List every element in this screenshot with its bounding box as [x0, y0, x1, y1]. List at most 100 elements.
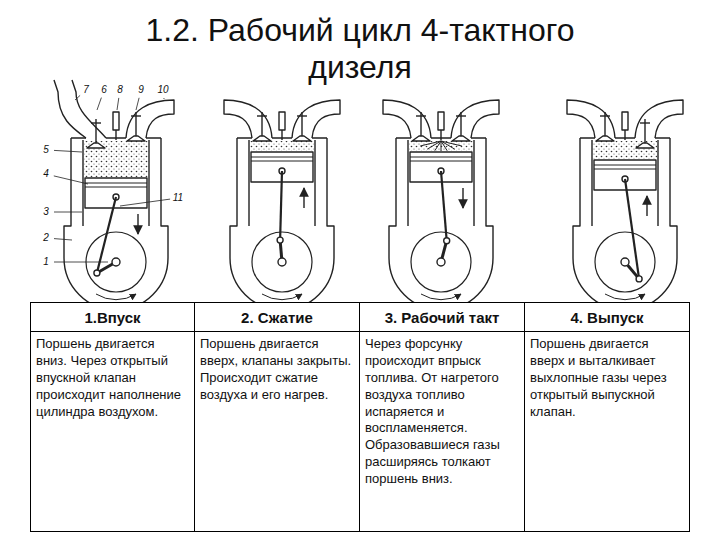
valve-head	[293, 136, 311, 141]
piston-rings	[85, 183, 147, 187]
injector-nozzle	[115, 130, 116, 140]
fuel-spray	[441, 141, 462, 146]
leader-line	[75, 95, 80, 100]
valve-head	[452, 136, 470, 141]
title: 1.2. Рабочий цикл 4-тактного дизеля	[90, 12, 630, 86]
callout-number: 5	[42, 145, 50, 155]
crankshaft	[437, 258, 445, 266]
injector	[438, 112, 444, 130]
fuel-spray	[441, 141, 442, 151]
engine-housing	[389, 138, 493, 310]
valve-head	[253, 136, 271, 141]
valve-spring	[91, 122, 101, 123]
leader-line	[54, 239, 72, 240]
table-header-text: 1.Впуск	[84, 309, 140, 326]
crank-disc	[595, 232, 655, 292]
engine-figure	[383, 100, 499, 310]
engine-housing	[64, 138, 168, 310]
leader-line	[120, 199, 170, 206]
valve-head	[596, 136, 614, 141]
table-header-text: 4. Выпуск	[570, 309, 643, 326]
leader-line	[54, 150, 82, 152]
charge-dots	[84, 141, 148, 177]
table-header-cell: 3. Рабочий такт	[359, 302, 525, 332]
exhaust-port	[635, 100, 683, 138]
leader-line	[136, 98, 139, 110]
table-cell: Поршень двигается вверх и выталкивает вы…	[524, 331, 690, 532]
table-header-text: 3. Рабочий такт	[385, 309, 500, 326]
valve-spring	[600, 115, 610, 116]
leader-line	[54, 212, 82, 213]
crank-pin	[444, 238, 450, 244]
callout-number: 4	[42, 169, 50, 179]
leader-line	[54, 262, 108, 263]
rotation-arrow	[421, 294, 461, 300]
connecting-rod	[441, 171, 447, 241]
injector	[113, 112, 119, 130]
intake-port	[224, 100, 272, 138]
leader-line	[163, 98, 164, 99]
crank-pin	[277, 237, 283, 243]
injector-nozzle	[440, 130, 441, 140]
piston-rings	[410, 157, 472, 161]
valve-spring	[416, 115, 426, 116]
crankshaft	[112, 258, 120, 266]
motion-arrow	[646, 196, 647, 216]
motion-arrow	[462, 188, 463, 208]
motion-arrow	[137, 214, 138, 234]
table-cell: Через форсунку происходит впрыск топлива…	[359, 331, 525, 532]
callout-number: 10	[156, 85, 169, 95]
exhaust-port	[451, 100, 499, 138]
crank-pin	[636, 276, 642, 282]
leader-line	[97, 98, 101, 110]
injector-nozzle	[281, 130, 282, 140]
callout-number: 2	[42, 233, 50, 243]
intake-port	[383, 100, 431, 138]
table-cell: Поршень двигается вниз. Через открытый в…	[30, 331, 195, 532]
crank-pin	[94, 270, 100, 276]
injector-nozzle	[624, 130, 625, 140]
exhaust-port	[292, 100, 340, 138]
valve-spring	[131, 115, 141, 116]
rotation-arrow	[605, 294, 645, 300]
table-cell: Поршень двигается вверх, клапаны закрыты…	[194, 331, 360, 532]
valve-head	[412, 136, 430, 141]
callout-number: 7	[82, 85, 90, 95]
table-header-text: 2. Сжатие	[241, 309, 313, 326]
callout-number: 1	[42, 257, 50, 267]
leader-line	[117, 98, 119, 110]
intake-pipe	[54, 80, 106, 138]
table-cell-text: Поршень двигается вверх, клапаны закрыты…	[200, 336, 354, 404]
valve-head	[127, 136, 145, 141]
table-header-cell: 1.Впуск	[30, 302, 195, 332]
rotation-arrow	[262, 294, 302, 300]
valve-head	[87, 143, 105, 148]
valve-head	[636, 143, 654, 148]
exhaust-port	[126, 100, 174, 138]
table-cell-text: Поршень двигается вниз. Через открытый в…	[36, 336, 189, 420]
engine-figure	[567, 100, 683, 310]
cylinder-wall	[83, 140, 149, 226]
table-header-cell: 2. Сжатие	[194, 302, 360, 332]
injector	[279, 112, 285, 130]
piston-rings	[594, 165, 656, 169]
callout-number: 6	[100, 85, 108, 95]
crankshaft	[621, 258, 629, 266]
valve-spring	[456, 115, 466, 116]
engine-figure	[54, 80, 174, 310]
callout-number: 3	[42, 207, 50, 217]
charge-dots	[250, 141, 314, 151]
crank-disc	[411, 232, 471, 292]
crank-disc	[252, 232, 312, 292]
table-header-cell: 4. Выпуск	[524, 302, 690, 332]
leader-line	[54, 176, 88, 184]
table-cell-text: Через форсунку происходит впрыск топлива…	[365, 336, 519, 488]
intake-port	[567, 100, 615, 138]
injector	[622, 112, 628, 130]
valve-spring	[297, 115, 307, 116]
rotation-arrow	[96, 294, 136, 300]
connecting-rod	[280, 171, 282, 240]
piston-rings	[251, 157, 313, 161]
valve-spring	[257, 115, 267, 116]
